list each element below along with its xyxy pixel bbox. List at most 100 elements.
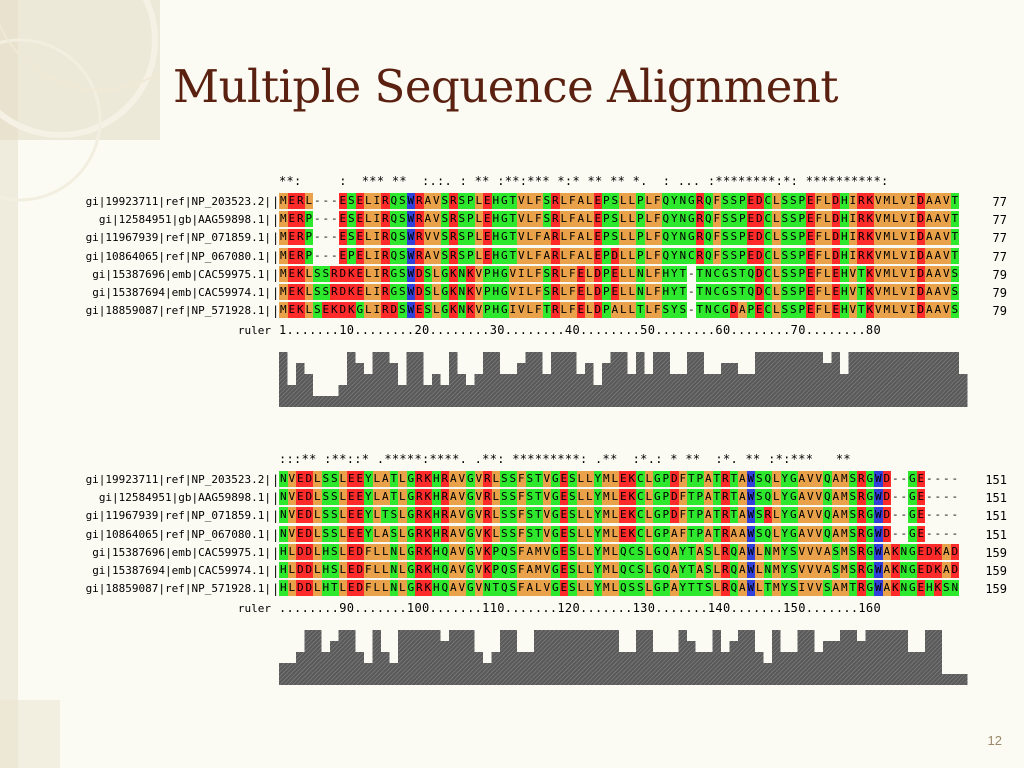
residue: T (389, 489, 398, 506)
conservation-bar (602, 630, 611, 686)
conservation-bar (474, 374, 483, 408)
residue: A (670, 525, 679, 542)
residue: V (457, 507, 466, 524)
conservation-bar (525, 352, 534, 408)
residue: F (517, 507, 526, 524)
residue: K (449, 302, 458, 319)
residue: V (474, 471, 483, 487)
residue: K (347, 265, 356, 282)
residue: E (619, 471, 628, 487)
residue: D (925, 562, 934, 578)
conservation-bar (279, 663, 288, 686)
residue: V (474, 265, 483, 282)
residue: E (806, 229, 815, 246)
residue: L (585, 265, 594, 282)
residue: K (423, 580, 432, 597)
residue: N (636, 265, 645, 282)
residue: E (831, 284, 840, 300)
residue: P (695, 471, 704, 487)
residue: W (406, 247, 415, 264)
residue: V (814, 471, 823, 487)
residue: S (950, 265, 959, 282)
residue: M (279, 302, 288, 319)
residue: N (636, 284, 645, 300)
residue: Y (780, 507, 789, 524)
residue: - (925, 472, 933, 485)
residue: S (636, 562, 645, 578)
residue: S (848, 471, 857, 487)
residue: A (797, 489, 806, 506)
residue: I (848, 247, 857, 264)
residue: C (712, 284, 721, 300)
residue: L (891, 302, 900, 319)
residue: H (840, 211, 849, 228)
conservation-bar (806, 630, 815, 686)
conservation-bar (712, 374, 721, 408)
residue: R (857, 229, 866, 246)
residue: K (423, 562, 432, 578)
residue: F (678, 525, 687, 542)
residue: Q (763, 471, 772, 487)
residue: G (355, 302, 364, 319)
residue: V (942, 265, 951, 282)
residue: V (517, 211, 526, 228)
conservation-bar (644, 630, 653, 686)
residue: A (933, 229, 942, 246)
residue: P (466, 211, 475, 228)
residue: N (483, 580, 492, 597)
residue: E (355, 193, 364, 209)
residue: L (559, 284, 568, 300)
residue: K (347, 302, 356, 319)
residue: G (908, 507, 917, 524)
residue: L (576, 543, 585, 560)
residue: V (287, 507, 296, 524)
conservation-histogram (279, 630, 968, 686)
residue: L (619, 193, 628, 209)
residue: P (483, 265, 492, 282)
residue: V (848, 284, 857, 300)
residue: M (772, 580, 781, 597)
residue: - (951, 472, 959, 485)
residue: A (542, 229, 551, 246)
residue: E (746, 247, 755, 264)
residue: S (398, 284, 407, 300)
conservation-bar (449, 630, 458, 686)
conservation-bar (627, 374, 636, 408)
residue: E (746, 193, 755, 209)
residue: T (636, 302, 645, 319)
conservation-bar (347, 352, 356, 408)
residue: G (466, 507, 475, 524)
residue: H (840, 193, 849, 209)
conservation-bar (661, 652, 670, 686)
residue: Y (670, 284, 679, 300)
conservation-bar (670, 374, 679, 408)
residue: G (406, 525, 415, 542)
residue: F (814, 302, 823, 319)
residue: A (704, 507, 713, 524)
residue: M (602, 489, 611, 506)
residue: M (279, 265, 288, 282)
residue: A (704, 489, 713, 506)
residue: P (491, 562, 500, 578)
residue: K (933, 543, 942, 560)
residue: W (406, 193, 415, 209)
residue: F (653, 211, 662, 228)
conservation-bar (950, 352, 959, 408)
residue: S (789, 580, 798, 597)
residue: M (602, 543, 611, 560)
residue: S (729, 247, 738, 264)
residue: D (925, 543, 934, 560)
residue: T (712, 525, 721, 542)
residue: R (415, 525, 424, 542)
sequence-name: gi|10864065|ref|NP_067080.1| (85, 249, 271, 263)
residue: K (865, 265, 874, 282)
residue: V (874, 302, 883, 319)
residue: L (772, 265, 781, 282)
residue: S (423, 265, 432, 282)
residue: A (738, 543, 747, 560)
residue: L (525, 302, 534, 319)
residue: E (355, 211, 364, 228)
